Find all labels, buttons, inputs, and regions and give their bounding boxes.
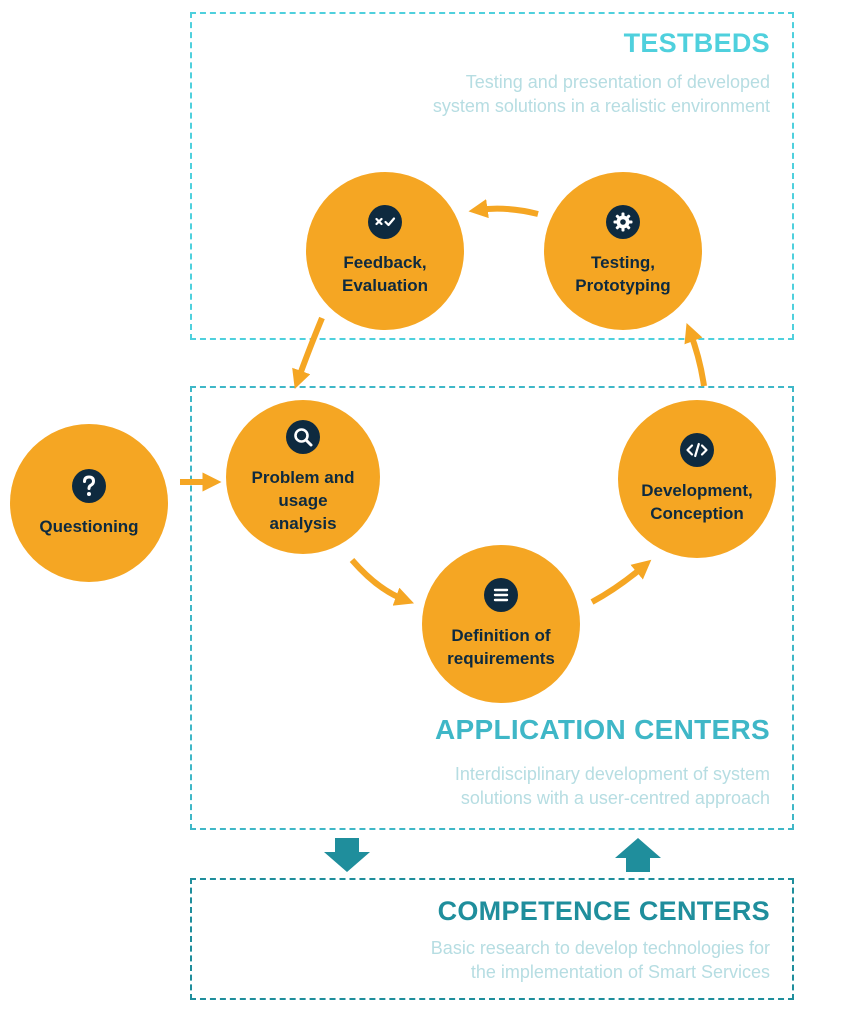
node-problem-analysis: Problem and usage analysis: [226, 400, 380, 554]
node-definition-requirements: Definition of requirements: [422, 545, 580, 703]
code-icon: [680, 433, 714, 467]
down-arrow-icon: [324, 838, 370, 872]
question-mark-icon: [72, 468, 106, 503]
competence-centers-description-text: Basic research to develop technologies f…: [430, 938, 770, 982]
testbeds-box: TESTBEDS Testing and presentation of dev…: [190, 12, 794, 340]
arrow-requirements-to-development: [590, 559, 652, 605]
node-development-conception-label: Development, Conception: [641, 481, 753, 523]
gear-icon: [606, 205, 640, 239]
node-definition-requirements-label: Definition of requirements: [447, 626, 555, 668]
node-feedback-evaluation-label: Feedback, Evaluation: [342, 253, 428, 295]
node-testing-prototyping-label: Testing, Prototyping: [575, 253, 671, 295]
testbeds-description-text: Testing and presentation of developed sy…: [432, 72, 770, 116]
check-cross-icon: [368, 205, 402, 239]
application-centers-description-text: Interdisciplinary development of system …: [454, 764, 770, 808]
node-development-conception: Development, Conception: [618, 400, 776, 558]
testbeds-description: Testing and presentation of developed sy…: [433, 70, 770, 118]
application-centers-title: APPLICATION CENTERS: [435, 714, 770, 745]
application-centers-box: APPLICATION CENTERS Interdisciplinary de…: [190, 386, 794, 830]
competence-centers-title: COMPETENCE CENTERS: [437, 896, 770, 926]
node-feedback-evaluation: Feedback, Evaluation: [306, 172, 464, 330]
testbeds-title: TESTBEDS: [623, 28, 770, 58]
arrow-problem-to-requirements: [349, 558, 415, 606]
application-centers-description: Interdisciplinary development of system …: [455, 762, 770, 810]
magnifier-icon: [286, 419, 320, 454]
node-problem-analysis-label: Problem and usage analysis: [251, 467, 355, 533]
node-testing-prototyping: Testing, Prototyping: [544, 172, 702, 330]
arrow-development-to-testing: [684, 323, 707, 387]
node-questioning: Questioning: [10, 424, 168, 582]
node-questioning-label: Questioning: [39, 516, 139, 536]
list-icon: [484, 578, 518, 612]
up-arrow-icon: [615, 838, 661, 872]
arrow-feedback-to-problem: [292, 316, 325, 390]
competence-centers-description: Basic research to develop technologies f…: [431, 936, 770, 984]
arrow-testing-to-feedback: [468, 199, 539, 219]
competence-centers-box: COMPETENCE CENTERS Basic research to dev…: [190, 878, 794, 1000]
